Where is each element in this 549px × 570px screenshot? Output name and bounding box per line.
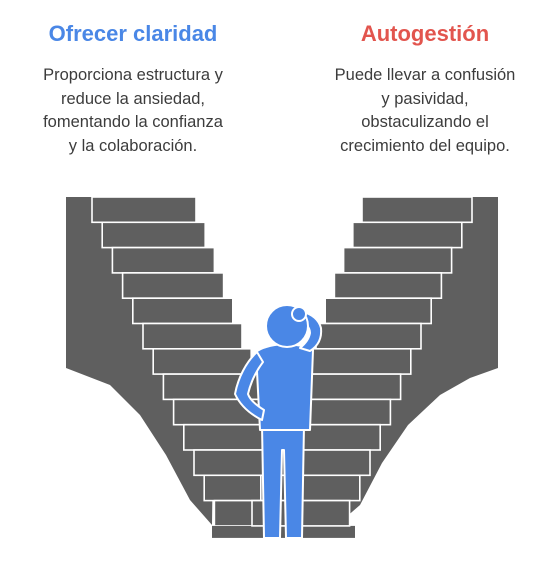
- right-description: Puede llevar a confusión y pasividad, ob…: [305, 64, 545, 158]
- left-stair-step: [101, 221, 206, 249]
- left-description-line: fomentando la confianza: [43, 113, 223, 131]
- person-hand: [291, 306, 307, 322]
- left-description: Proporciona estructura y reduce la ansie…: [13, 64, 253, 158]
- right-description-line: y pasividad,: [381, 89, 469, 108]
- right-stair-step: [305, 347, 412, 375]
- left-description-line: reduce la ansiedad,: [60, 89, 206, 108]
- right-description-line: obstaculizando el: [361, 113, 489, 131]
- left-stair-step: [121, 272, 225, 299]
- left-stair-step: [152, 347, 252, 375]
- right-description-line: crecimiento del equipo.: [340, 136, 510, 155]
- right-stair-step: [351, 221, 463, 249]
- stair-landing: [212, 525, 355, 538]
- right-stair-step: [342, 246, 453, 274]
- confused-person-icon: [234, 304, 323, 539]
- person-left-arm: [234, 351, 265, 421]
- right-stair-step: [333, 272, 443, 299]
- left-stair-step: [142, 322, 243, 350]
- right-stair-step: [324, 297, 433, 325]
- person-legs: [261, 424, 305, 539]
- left-description-line: Proporciona estructura y: [43, 66, 223, 84]
- left-description-line: y la colaboración.: [68, 136, 198, 155]
- right-stair-step: [315, 322, 422, 350]
- left-stair-step: [132, 297, 234, 325]
- left-heading: Ofrecer claridad: [48, 21, 218, 46]
- right-stair-step: [361, 196, 473, 224]
- right-description-line: Puede llevar a confusión: [334, 66, 516, 84]
- left-stair-step: [91, 196, 197, 224]
- person-torso: [255, 343, 314, 431]
- left-staircase-icon: [66, 197, 214, 525]
- left-stair-step: [111, 246, 216, 274]
- right-heading: Autogestión: [360, 21, 490, 46]
- right-stair-step: [296, 373, 402, 401]
